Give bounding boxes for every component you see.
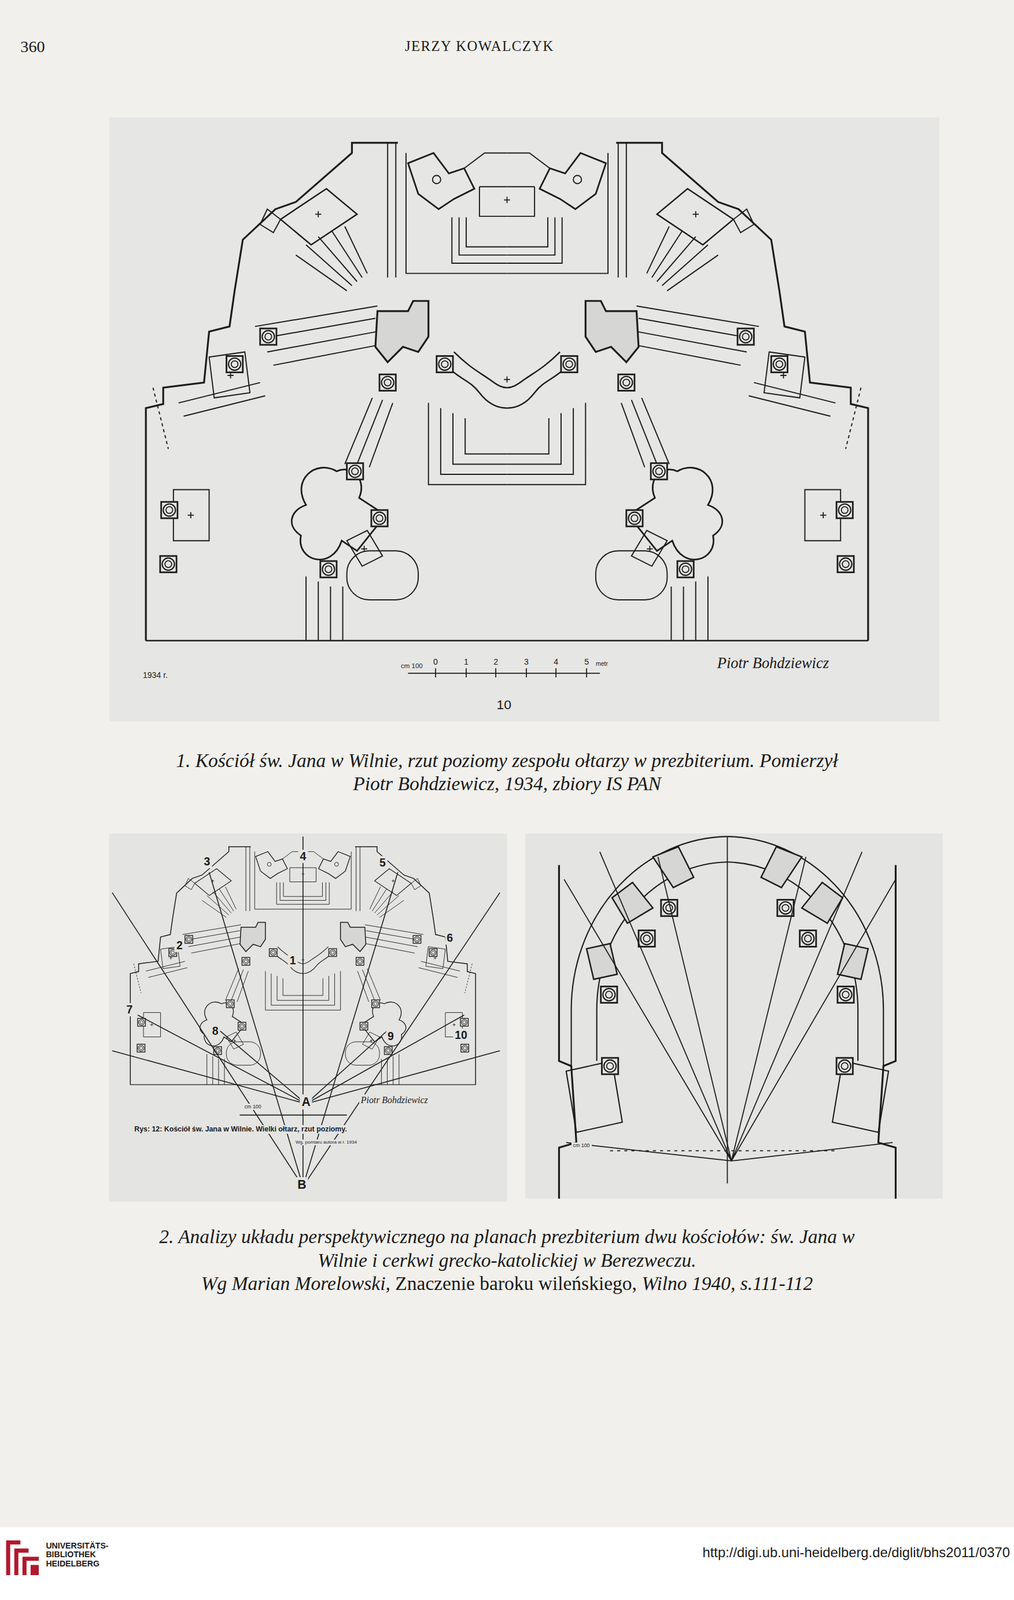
plan-stroke bbox=[302, 836, 304, 1187]
callout-number: 7 bbox=[124, 1003, 135, 1017]
scale-label: cm 100 bbox=[400, 662, 423, 671]
perspective-lines bbox=[112, 836, 500, 1187]
plan-stroke bbox=[22, 1556, 39, 1576]
plan-drawing bbox=[727, 836, 896, 1199]
source-title: Znaczenie baroku wileńskiego, bbox=[395, 1271, 637, 1296]
plan-stroke bbox=[112, 872, 500, 1187]
scale-number: 0 bbox=[433, 657, 438, 667]
callout-number: 3 bbox=[202, 854, 213, 869]
running-head: JERZY KOWALCZYK bbox=[404, 37, 555, 55]
date-note: 1934 r. bbox=[142, 670, 168, 681]
plan-stroke bbox=[30, 1564, 39, 1576]
point-label: A bbox=[299, 1094, 312, 1109]
callout-number: 6 bbox=[444, 931, 455, 945]
page-url: http://digi.ub.uni-heidelberg.de/diglit/… bbox=[702, 1544, 1010, 1562]
callout-number: 8 bbox=[210, 1024, 221, 1038]
signature: Piotr Bohdziewicz bbox=[359, 1094, 430, 1106]
scale-number: 5 bbox=[584, 657, 589, 667]
plan-stroke bbox=[727, 836, 729, 1184]
callout-number: 2 bbox=[174, 938, 185, 953]
callout-number: 9 bbox=[385, 1029, 396, 1043]
figure-ground bbox=[109, 833, 508, 1202]
plan-note: Wg. pomiaru autora w r. 1934 bbox=[293, 1139, 359, 1146]
library-logo bbox=[6, 1540, 39, 1576]
signature: Piotr Bohdziewicz bbox=[717, 654, 829, 673]
figure-caption: 1. Kościół św. Jana w Wilnie, rzut pozio… bbox=[167, 749, 847, 796]
figure-caption: 2. Analizy układu perspektywicznego na p… bbox=[157, 1225, 857, 1272]
plan-drawing bbox=[145, 142, 869, 641]
scale-label: cm 100 bbox=[242, 1103, 264, 1111]
plan-stroke bbox=[610, 1149, 837, 1152]
figure-ground bbox=[109, 117, 940, 722]
scale-bar bbox=[407, 668, 600, 678]
scale-number: 4 bbox=[553, 657, 559, 667]
scale-number: 1 bbox=[463, 657, 469, 667]
plan-drawing bbox=[558, 836, 728, 1199]
plan-stroke bbox=[0, 117, 1014, 1600]
plan-caption: Rys: 12: Kościół św. Jana w Wilnie. Wiel… bbox=[132, 1125, 349, 1134]
plan-stroke bbox=[563, 852, 896, 1161]
plan-stroke bbox=[239, 1114, 347, 1116]
callout-number: 10 bbox=[452, 1028, 470, 1042]
perspective-lines bbox=[563, 836, 896, 1184]
callout-number: 5 bbox=[377, 856, 388, 870]
plan-stroke bbox=[566, 1142, 893, 1161]
plan-stroke bbox=[112, 1015, 500, 1104]
library-name: UNIVERSITÄTS- BIBLIOTHEK HEIDELBERG bbox=[45, 1541, 109, 1569]
point-label: B bbox=[295, 1177, 308, 1192]
scale-number: 2 bbox=[493, 657, 499, 667]
source-details: Wilno 1940, s.111-112 bbox=[641, 1271, 813, 1296]
callout-number: 1 bbox=[288, 953, 298, 968]
scale-unit: metr bbox=[595, 659, 608, 668]
source-author: Wg Marian Morelowski, bbox=[201, 1271, 391, 1296]
callout-number: 4 bbox=[297, 849, 308, 864]
figure-ground bbox=[525, 833, 943, 1199]
plate-number: 10 bbox=[496, 697, 512, 714]
page-number: 360 bbox=[20, 37, 45, 57]
scale-number: 3 bbox=[524, 657, 529, 667]
scale-label: cm 100 bbox=[571, 1142, 592, 1149]
footer-band bbox=[0, 1527, 1014, 1600]
